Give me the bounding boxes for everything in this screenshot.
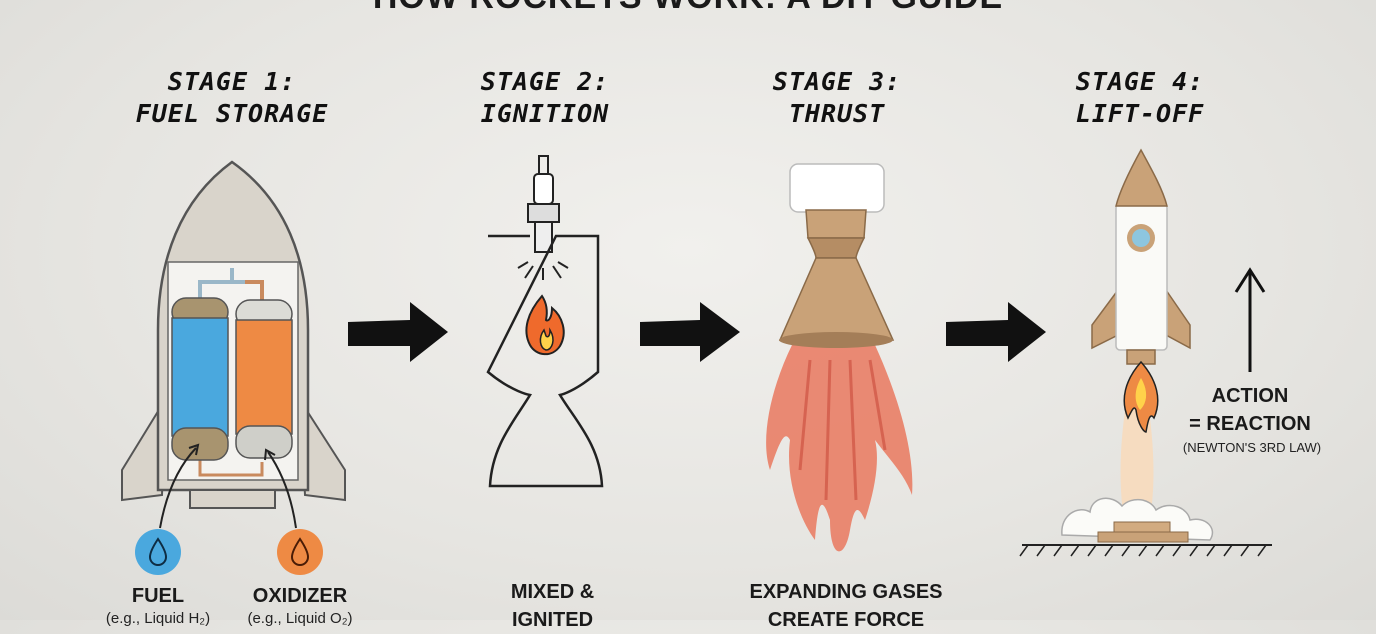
stage-4-sublabel: (NEWTON'S 3RD LAW) <box>1182 440 1322 455</box>
flame-inner-icon <box>539 327 554 351</box>
arrow-stage-3-to-4 <box>946 302 1046 362</box>
arrow-stage-2-to-3 <box>640 302 740 362</box>
oxidizer-pointer-head <box>264 448 276 461</box>
oxidizer-pointer <box>267 451 297 529</box>
stage-4-caption-line2: = REACTION <box>1189 413 1311 435</box>
stage-3-title: STAGE 3: THRUST <box>677 66 997 130</box>
stage-4-title: STAGE 4: LIFT-OFF <box>980 66 1300 130</box>
stage-3-name: THRUST <box>788 99 886 128</box>
stage-3-caption-line1: EXPANDING GASES <box>749 581 943 603</box>
stage-4-name: LIFT-OFF <box>1075 99 1205 128</box>
pipe-top-copper <box>245 280 264 300</box>
diagram-title: HOW ROCKETS WORK: A DIY GUIDE <box>0 0 1376 17</box>
stage-3-illustration <box>766 163 913 552</box>
smoke-cloud <box>1061 497 1214 541</box>
fuel-drop-icon <box>148 537 168 566</box>
spark-icon <box>517 261 569 280</box>
ground-hatching <box>1019 544 1267 557</box>
stage-1-name: FUEL STORAGE <box>135 99 329 128</box>
liftoff-nose-cone <box>1115 148 1168 207</box>
stage-4-caption: ACTION = REACTION <box>1170 382 1330 438</box>
fuel-drop-icon-bg <box>135 529 181 575</box>
stage-4-number: STAGE 4: <box>1075 67 1205 96</box>
stage-1-number: STAGE 1: <box>167 67 297 96</box>
launch-pad <box>1097 531 1189 543</box>
spark-plug-thread <box>534 221 553 253</box>
pipe-bottom <box>198 460 264 477</box>
oxidizer-tank-bottom <box>235 425 293 459</box>
flame-icon <box>525 294 565 356</box>
stage-2-number: STAGE 2: <box>480 67 610 96</box>
stage-4-illustration <box>1019 148 1272 557</box>
arrows-layer <box>348 302 1046 362</box>
stage-3-number: STAGE 3: <box>772 67 902 96</box>
fuel-tank <box>171 317 229 437</box>
rocket-base <box>189 489 276 509</box>
porthole-glass <box>1132 229 1150 247</box>
stage-1-title: STAGE 1: FUEL STORAGE <box>72 66 392 130</box>
stage-2-title: STAGE 2: IGNITION <box>385 66 705 130</box>
liftoff-right-fin <box>1165 287 1191 350</box>
liftoff-flame-inner-icon <box>1135 378 1147 410</box>
action-arrow-head-icon <box>1234 267 1266 293</box>
thrust-flames-streaks <box>798 359 887 501</box>
nozzle-exit <box>779 332 893 348</box>
fuel-tank-bottom <box>171 427 229 461</box>
oxidizer-drop-icon <box>290 537 310 566</box>
stage-4-caption-line1: ACTION <box>1211 385 1289 407</box>
fuel-pointer <box>159 447 197 529</box>
stage-2-caption-line1: MIXED & <box>510 581 595 603</box>
liftoff-left-fin <box>1091 287 1119 350</box>
combustion-chamber <box>486 234 604 488</box>
fuel-label: FUEL <box>131 585 185 607</box>
stage-2-illustration <box>486 155 604 488</box>
launch-pad-top <box>1113 521 1171 533</box>
stage-1-illustration <box>121 160 346 575</box>
fuel-pointer-head <box>188 443 200 456</box>
oxidizer-drop-icon-bg <box>277 529 323 575</box>
stage-2-name: IGNITION <box>480 99 610 128</box>
arrow-stage-1-to-2 <box>348 302 448 362</box>
oxidizer-label: OXIDIZER <box>252 585 348 607</box>
